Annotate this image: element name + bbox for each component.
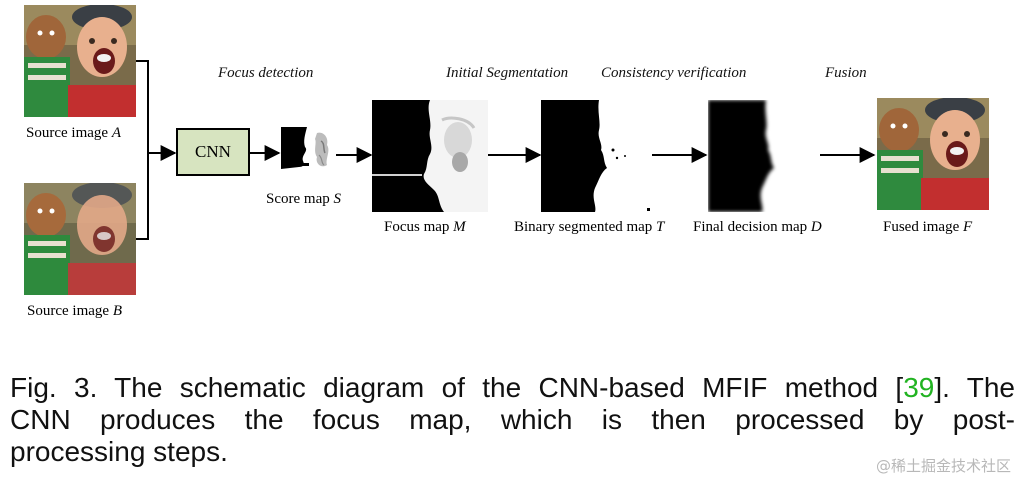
caption-line-1: Fig. 3. The schematic diagram of the CNN… [10, 372, 1015, 403]
watermark: @稀土掘金技术社区 [875, 457, 1011, 475]
focus-map-label: Focus map M [384, 219, 466, 235]
decision-map-label: Final decision map D [693, 219, 822, 235]
score-map-label: Score map S [266, 191, 341, 207]
caption-line-3: processing steps. [10, 436, 228, 467]
stage-initial-segmentation: Initial Segmentation [446, 65, 569, 81]
stage-consistency-verification: Consistency verification [601, 65, 747, 81]
fused-image [877, 98, 989, 210]
fused-image-label: Fused image F [883, 219, 973, 235]
source-image-a [24, 5, 136, 117]
stage-fusion: Fusion [825, 65, 867, 81]
stage-focus-detection: Focus detection [218, 65, 314, 81]
source-image-b [24, 183, 136, 295]
caption-line-2: CNN produces the focus map, which is the… [10, 404, 1015, 435]
binary-map-image [541, 100, 652, 212]
score-map-image [281, 127, 336, 182]
citation-link[interactable]: 39 [903, 372, 935, 403]
diagram: Focus detection Initial Segmentation Con… [24, 5, 989, 319]
source-image-b-label: Source image B [27, 303, 122, 319]
figure-caption: Fig. 3. The schematic diagram of the CNN… [10, 372, 1015, 468]
binary-map-label: Binary segmented map T [514, 219, 665, 235]
connector-lines [136, 60, 876, 240]
decision-map-image [708, 100, 820, 212]
cnn-block: CNN [176, 128, 250, 176]
focus-map-image [372, 100, 488, 212]
source-image-a-label: Source image A [26, 125, 121, 141]
